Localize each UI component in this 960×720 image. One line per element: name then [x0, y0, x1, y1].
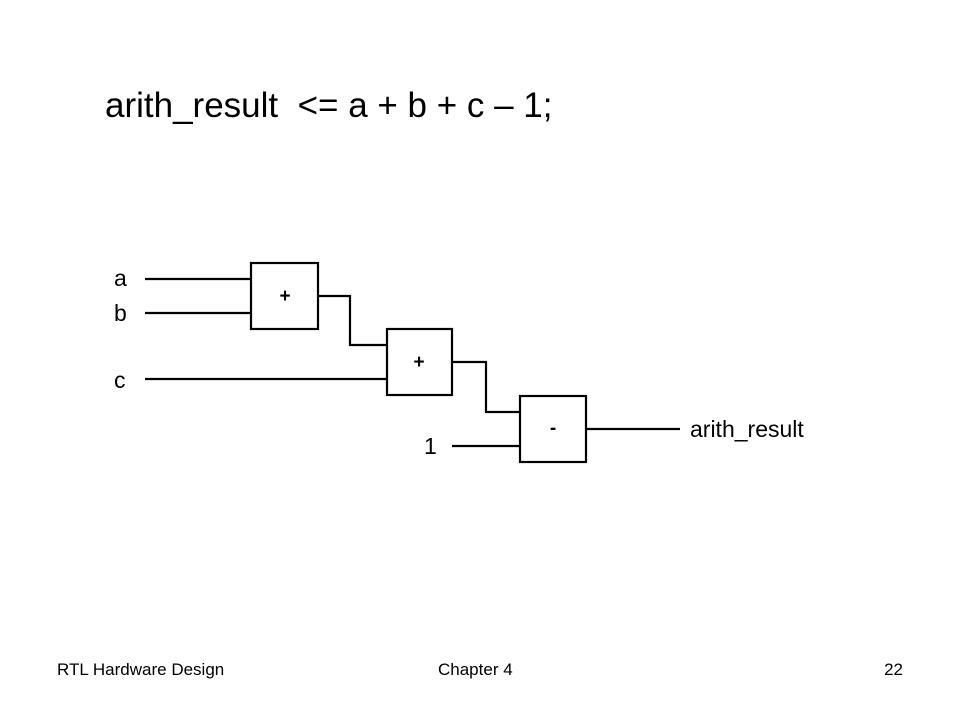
input-label-a: a [114, 265, 127, 291]
output-label: arith_result [690, 416, 804, 442]
adder-block-2 [385, 327, 454, 397]
wire-adder2-to-subtractor [452, 360, 520, 414]
subtractor-block [518, 394, 588, 464]
input-label-c: c [114, 367, 126, 393]
subtractor-symbol: - [550, 418, 556, 439]
wire-adder1-to-adder2 [318, 294, 387, 347]
footer-chapter: Chapter 4 [438, 660, 513, 679]
adder-1-symbol: + [279, 286, 290, 307]
slide-title: arith_result <= a + b + c – 1; [105, 86, 553, 125]
footer-course-title: RTL Hardware Design [57, 660, 225, 679]
footer-page-number: 22 [884, 660, 903, 679]
input-label-1: 1 [424, 433, 437, 459]
adder-block-1 [249, 261, 320, 331]
adder-2-symbol: + [413, 352, 424, 373]
input-label-b: b [114, 300, 127, 326]
